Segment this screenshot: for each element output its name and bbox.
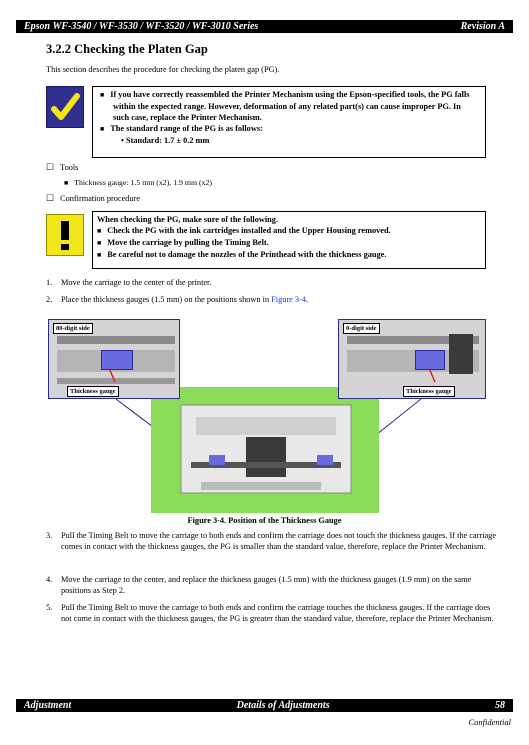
step-text: Place the thickness gauges (1.5 mm) on t… <box>61 295 272 304</box>
thickness-gauge-marker <box>101 350 133 370</box>
step-item: 3. Pull the Timing Belt to move the carri… <box>46 530 501 552</box>
tools-heading: Tools <box>46 162 78 173</box>
note-item: If you have correctly reassembled the Pr… <box>99 89 479 123</box>
callout-left: 80-digit side Thickness gauge <box>48 319 180 399</box>
figure-caption: Figure 3-4. Position of the Thickness Ga… <box>187 516 342 525</box>
step-text: Move the carriage to the center, and rep… <box>61 575 472 595</box>
header-bar: Epson WF-3540 / WF-3530 / WF-3520 / WF-3… <box>16 20 513 33</box>
tools-item: Thickness gauge: 1.5 mm (x2), 1.9 mm (x2… <box>64 177 212 189</box>
footer-section: Details of Adjustments <box>236 700 330 711</box>
checkmark-icon <box>46 86 84 128</box>
digit-side-label: 0-digit side <box>343 323 380 334</box>
step-number: 3. <box>46 531 53 540</box>
step-item: 4. Move the carriage to the center, and r… <box>46 574 501 596</box>
footer-bar: Adjustment Details of Adjustments 58 <box>16 699 513 712</box>
confirmation-heading: Confirmation procedure <box>46 193 140 204</box>
thickness-gauge-marker <box>415 350 445 370</box>
caution-icon <box>46 214 84 256</box>
check-note-box: If you have correctly reassembled the Pr… <box>92 86 486 158</box>
gauge-label: Thickness gauge <box>403 386 455 397</box>
page-number: 58 <box>494 700 505 711</box>
standard-range: Standard: 1.7 ± 0.2 mm <box>125 136 210 145</box>
figure-link[interactable]: Figure 3-4 <box>271 295 306 304</box>
step-item: 5. Pull the Timing Belt to move the carri… <box>46 602 501 624</box>
note-sub-item: • Standard: 1.7 ± 0.2 mm <box>121 136 210 145</box>
caution-lead: When checking the PG, make sure of the f… <box>97 215 278 224</box>
confidential-label: Confidential <box>468 717 512 727</box>
step-text: Pull the Timing Belt to move the carriag… <box>61 603 494 623</box>
gauge-label: Thickness gauge <box>67 386 119 397</box>
caution-item: Move the carriage by pulling the Timing … <box>97 237 481 249</box>
note-item: The standard range of the PG is as follo… <box>99 123 479 135</box>
step-number: 4. <box>46 575 53 584</box>
callout-right: 0-digit side Thickness gauge <box>338 319 486 399</box>
section-intro: This section describes the procedure for… <box>46 65 280 74</box>
step-number: 5. <box>46 603 53 612</box>
header-revision: Revision A <box>460 21 505 32</box>
step-text-end: . <box>305 295 309 304</box>
step-text: Pull the Timing Belt to move the carriag… <box>61 531 497 551</box>
digit-side-label: 80-digit side <box>53 323 93 334</box>
step-number: 2. <box>46 295 53 304</box>
caution-item: Check the PG with the ink cartridges ins… <box>97 225 481 237</box>
printer-photo <box>151 387 379 513</box>
header-title: Epson WF-3540 / WF-3530 / WF-3520 / WF-3… <box>24 21 259 32</box>
caution-note-box: When checking the PG, make sure of the f… <box>92 211 486 269</box>
caution-item: Be careful not to damage the nozzles of … <box>97 249 481 261</box>
figure: 80-digit side Thickness gauge 0-digit si… <box>46 317 486 527</box>
step-item: 1. Move the carriage to the center of the… <box>46 277 496 288</box>
section-title: 3.2.2 Checking the Platen Gap <box>46 42 208 56</box>
step-number: 1. <box>46 278 53 287</box>
step-item: 2. Place the thickness gauges (1.5 mm) on… <box>46 294 496 305</box>
step-text: Move the carriage to the center of the p… <box>61 278 212 287</box>
footer-chapter: Adjustment <box>24 700 72 711</box>
